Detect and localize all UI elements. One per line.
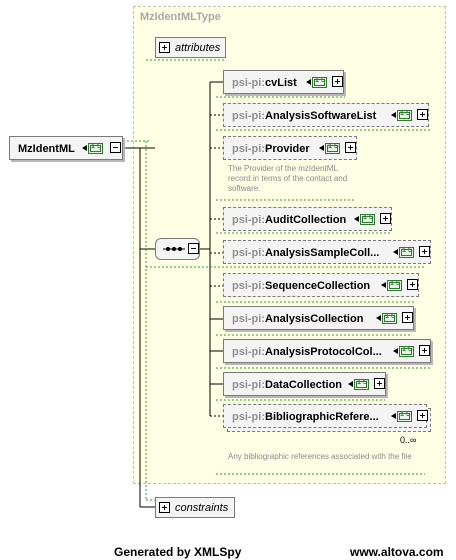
expand-icon[interactable] [419, 246, 430, 257]
element-analysisprotocolcollection[interactable]: psi-pi:AnalysisProtocolCol... [223, 339, 431, 363]
root-element-mzidentml[interactable]: MzIdentML [9, 136, 123, 160]
reference-arrow-icon [391, 413, 396, 419]
attributes-box[interactable]: attributes [155, 37, 226, 58]
reference-arrow-icon [393, 348, 398, 354]
bibliographic-annotation: Any bibliographic references associated … [228, 452, 412, 461]
provider-annotation: The Provider of the mzIdentML record in … [228, 164, 348, 193]
expand-icon[interactable] [402, 312, 413, 323]
simple-type-icon: 1 S [88, 143, 103, 154]
reference-arrow-icon [82, 145, 87, 151]
expand-icon[interactable] [407, 279, 418, 290]
expand-icon[interactable] [417, 109, 428, 120]
occurrence-label: 0..∞ [400, 435, 417, 445]
simple-type-icon: 1 S [325, 143, 340, 154]
complex-type-label: MzIdentMLType [140, 11, 221, 23]
simple-type-icon: 1 S [399, 346, 414, 357]
simple-type-icon: 1 S [360, 214, 375, 225]
reference-arrow-icon [348, 381, 353, 387]
simple-type-icon: 1 S [397, 110, 412, 121]
expand-icon[interactable] [345, 142, 356, 153]
element-auditcollection[interactable]: psi-pi:AuditCollection [223, 207, 392, 231]
collapse-icon[interactable] [110, 142, 121, 153]
expand-icon[interactable] [332, 76, 343, 87]
simple-type-icon: 1 S [382, 313, 397, 324]
simple-type-icon: 1 S [312, 77, 327, 88]
reference-arrow-icon [381, 282, 386, 288]
generated-by-label: Generated by XMLSpy [114, 545, 242, 559]
element-bibliographicreference[interactable]: psi-pi:BibliographicRefere... [223, 404, 427, 428]
simple-type-icon: 1 S [354, 379, 369, 390]
constraints-box[interactable]: constraints [155, 497, 235, 518]
root-element-label: MzIdentML [18, 143, 75, 155]
expand-icon[interactable] [417, 410, 428, 421]
reference-arrow-icon [306, 79, 311, 85]
simple-type-icon: 1 S [397, 411, 412, 422]
constraints-label: constraints [175, 502, 229, 514]
element-analysiscollection[interactable]: psi-pi:AnalysisCollection [223, 306, 414, 330]
expand-icon[interactable] [419, 345, 430, 356]
attributes-label: attributes [175, 42, 221, 54]
expand-icon[interactable] [159, 502, 170, 513]
reference-arrow-icon [393, 249, 398, 255]
expand-icon[interactable] [374, 378, 385, 389]
expand-icon[interactable] [380, 213, 391, 224]
sequence-icon [163, 247, 185, 251]
reference-arrow-icon [376, 315, 381, 321]
simple-type-icon: 1 S [399, 247, 414, 258]
expand-icon[interactable] [159, 42, 170, 53]
website-link[interactable]: www.altova.com [350, 545, 444, 559]
reference-arrow-icon [391, 112, 396, 118]
reference-arrow-icon [319, 145, 324, 151]
element-sequencecollection[interactable]: psi-pi:SequenceCollection [223, 273, 419, 297]
collapse-icon[interactable] [188, 243, 199, 254]
reference-arrow-icon [354, 216, 359, 222]
simple-type-icon: 1 S [387, 280, 402, 291]
